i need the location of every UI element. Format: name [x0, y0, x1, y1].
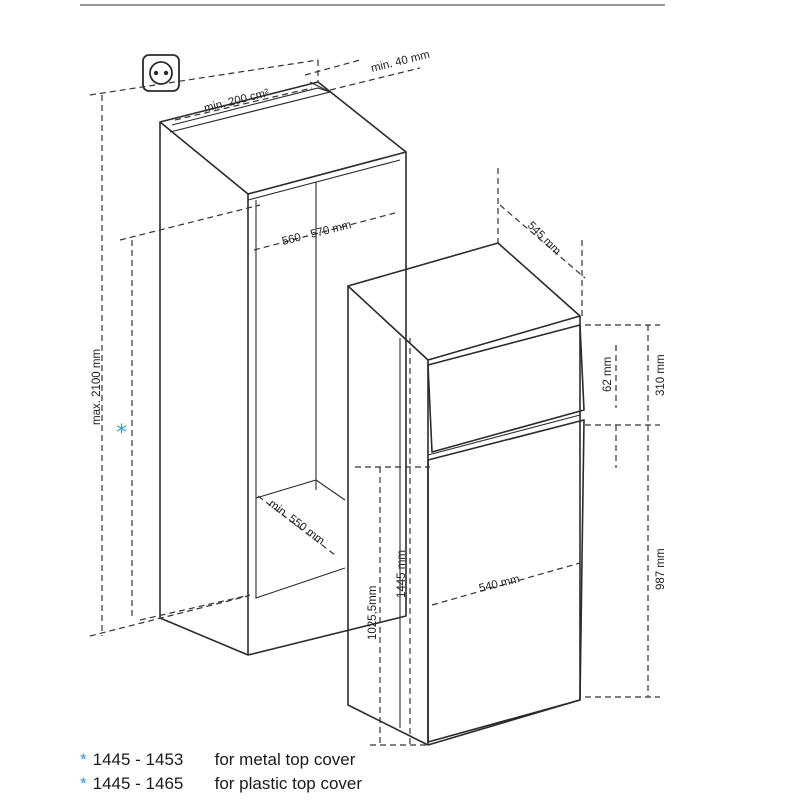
- label-fridge-door-height: 987 mm: [655, 548, 667, 590]
- footnote-asterisk: *: [80, 750, 87, 769]
- label-door-offset: 62 mm: [602, 357, 614, 392]
- footnote-range: 1445 - 1465: [92, 774, 184, 793]
- dimension-lines: [89, 59, 660, 746]
- label-min-vent-area: min. 200 cm²: [203, 87, 271, 115]
- fridge-appliance: [347, 242, 585, 746]
- footnotes: * 1445 - 1453 for metal top cover * 1445 - …: [80, 748, 362, 796]
- label-hinge-height: 1025,5mm: [367, 586, 379, 640]
- power-socket-icon: [142, 54, 180, 92]
- footnote-text: for plastic top cover: [214, 774, 363, 793]
- footnote-plastic: * 1445 - 1465 for plastic top cover: [80, 772, 362, 796]
- asterisk-marker: *: [116, 421, 127, 446]
- label-freezer-door-height: 310 mm: [655, 354, 667, 396]
- label-niche-width: 560 - 570 mm: [281, 219, 353, 248]
- label-appliance-depth: 545 mm: [525, 220, 563, 258]
- footnote-metal: * 1445 - 1453 for metal top cover: [80, 748, 362, 772]
- label-min-gap: min. 40 mm: [370, 49, 431, 75]
- cabinet-niche: [159, 81, 407, 656]
- label-niche-depth: min. 550 mm: [266, 498, 326, 548]
- label-appliance-width: 540 mm: [478, 573, 521, 595]
- label-max-height: max. 2100 mm: [91, 349, 103, 425]
- footnote-text: for metal top cover: [214, 750, 356, 769]
- footnote-asterisk: *: [80, 774, 87, 793]
- footnote-range: 1445 - 1453: [92, 750, 184, 769]
- label-total-height: 1445 mm: [396, 550, 408, 598]
